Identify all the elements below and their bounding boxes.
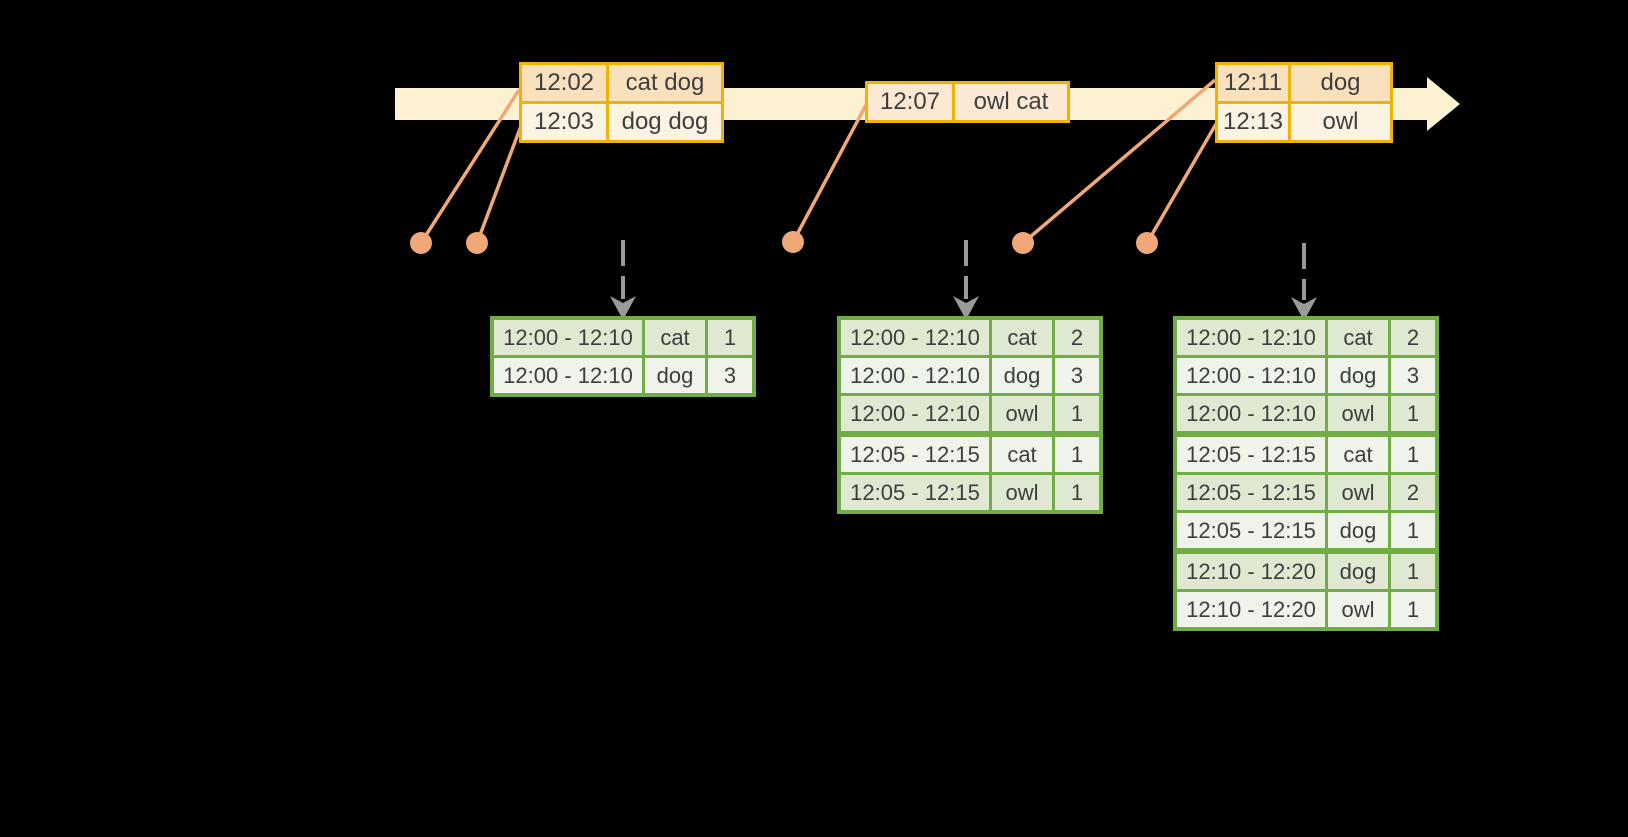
- word-cell: owl: [1328, 592, 1388, 627]
- window-cell: 12:00 - 12:10: [841, 396, 989, 431]
- word-cell: cat: [992, 437, 1052, 472]
- window-cell: 12:10 - 12:20: [1177, 554, 1325, 589]
- word-cell: dog: [645, 358, 705, 393]
- event-table-batch-2: 12:07 owl cat: [865, 81, 1070, 123]
- result-row: 12:05 - 12:15 owl 2: [1177, 475, 1435, 510]
- event-time-dot: [410, 232, 432, 254]
- result-row: 12:05 - 12:15 cat 1: [841, 437, 1099, 472]
- event-connector-line: [1145, 123, 1218, 244]
- event-connector-line: [791, 104, 868, 243]
- word-cell: owl: [1328, 396, 1388, 431]
- event-connector-line: [475, 125, 523, 244]
- word-cell: cat: [1328, 320, 1388, 355]
- event-time-dot: [1012, 232, 1034, 254]
- result-row: 12:00 - 12:10 cat 2: [841, 320, 1099, 355]
- result-row: 12:10 - 12:20 owl 1: [1177, 592, 1435, 627]
- count-cell: 2: [1391, 320, 1435, 355]
- event-time-cell: 12:02: [522, 65, 606, 101]
- event-time-cell: 12:03: [522, 104, 606, 140]
- result-row: 12:00 - 12:10 owl 1: [1177, 396, 1435, 431]
- event-words-cell: cat dog: [609, 65, 721, 101]
- count-cell: 1: [708, 320, 752, 355]
- event-time-cell: 12:11: [1218, 65, 1288, 101]
- window-cell: 12:10 - 12:20: [1177, 592, 1325, 627]
- timeline-arrowhead-icon: [1427, 77, 1460, 131]
- window-cell: 12:00 - 12:10: [1177, 358, 1325, 393]
- window-cell: 12:05 - 12:15: [1177, 513, 1325, 548]
- window-cell: 12:00 - 12:10: [494, 320, 642, 355]
- event-table-batch-1: 12:02 cat dog 12:03 dog dog: [519, 62, 724, 143]
- event-time-cell: 12:13: [1218, 104, 1288, 140]
- count-cell: 2: [1055, 320, 1099, 355]
- count-cell: 3: [1055, 358, 1099, 393]
- event-time-dots: [410, 231, 1158, 254]
- word-cell: owl: [992, 396, 1052, 431]
- window-cell: 12:05 - 12:15: [841, 437, 989, 472]
- word-cell: dog: [1328, 513, 1388, 548]
- result-row: 12:00 - 12:10 cat 2: [1177, 320, 1435, 355]
- event-words-cell: dog dog: [609, 104, 721, 140]
- count-cell: 3: [708, 358, 752, 393]
- result-row: 12:05 - 12:15 owl 1: [841, 475, 1099, 510]
- event-time-dot: [1136, 232, 1158, 254]
- window-cell: 12:05 - 12:15: [1177, 475, 1325, 510]
- result-table-3: 12:00 - 12:10 cat 2 12:00 - 12:10 dog 3 …: [1173, 316, 1439, 631]
- window-cell: 12:00 - 12:10: [841, 320, 989, 355]
- word-cell: cat: [645, 320, 705, 355]
- result-table-1: 12:00 - 12:10 cat 1 12:00 - 12:10 dog 3: [490, 316, 756, 397]
- result-row: 12:00 - 12:10 owl 1: [841, 396, 1099, 431]
- event-time-dot: [466, 232, 488, 254]
- word-cell: dog: [992, 358, 1052, 393]
- result-row: 12:00 - 12:10 dog 3: [494, 358, 752, 393]
- word-cell: cat: [992, 320, 1052, 355]
- result-row: 12:05 - 12:15 dog 1: [1177, 513, 1435, 548]
- result-row: 12:05 - 12:15 cat 1: [1177, 437, 1435, 472]
- count-cell: 1: [1391, 554, 1435, 589]
- trigger-arrows: [610, 240, 1317, 321]
- window-cell: 12:00 - 12:10: [841, 358, 989, 393]
- result-table-2: 12:00 - 12:10 cat 2 12:00 - 12:10 dog 3 …: [837, 316, 1103, 514]
- count-cell: 1: [1055, 396, 1099, 431]
- result-row: 12:00 - 12:10 dog 3: [841, 358, 1099, 393]
- count-cell: 1: [1391, 396, 1435, 431]
- count-cell: 2: [1391, 475, 1435, 510]
- word-cell: owl: [1328, 475, 1388, 510]
- result-row: 12:00 - 12:10 cat 1: [494, 320, 752, 355]
- window-cell: 12:05 - 12:15: [841, 475, 989, 510]
- word-cell: dog: [1328, 554, 1388, 589]
- word-cell: dog: [1328, 358, 1388, 393]
- result-row: 12:00 - 12:10 dog 3: [1177, 358, 1435, 393]
- word-cell: owl: [992, 475, 1052, 510]
- event-words-cell: owl: [1291, 104, 1390, 140]
- count-cell: 1: [1391, 513, 1435, 548]
- event-table-batch-3: 12:11 dog 12:13 owl: [1215, 62, 1393, 143]
- count-cell: 1: [1391, 437, 1435, 472]
- window-cell: 12:05 - 12:15: [1177, 437, 1325, 472]
- count-cell: 3: [1391, 358, 1435, 393]
- count-cell: 1: [1391, 592, 1435, 627]
- window-cell: 12:00 - 12:10: [1177, 320, 1325, 355]
- count-cell: 1: [1055, 475, 1099, 510]
- result-row: 12:10 - 12:20 dog 1: [1177, 554, 1435, 589]
- count-cell: 1: [1055, 437, 1099, 472]
- window-cell: 12:00 - 12:10: [1177, 396, 1325, 431]
- window-cell: 12:00 - 12:10: [494, 358, 642, 393]
- word-cell: cat: [1328, 437, 1388, 472]
- event-time-dot: [782, 231, 804, 253]
- event-time-cell: 12:07: [868, 84, 952, 120]
- event-words-cell: dog: [1291, 65, 1390, 101]
- event-words-cell: owl cat: [955, 84, 1067, 120]
